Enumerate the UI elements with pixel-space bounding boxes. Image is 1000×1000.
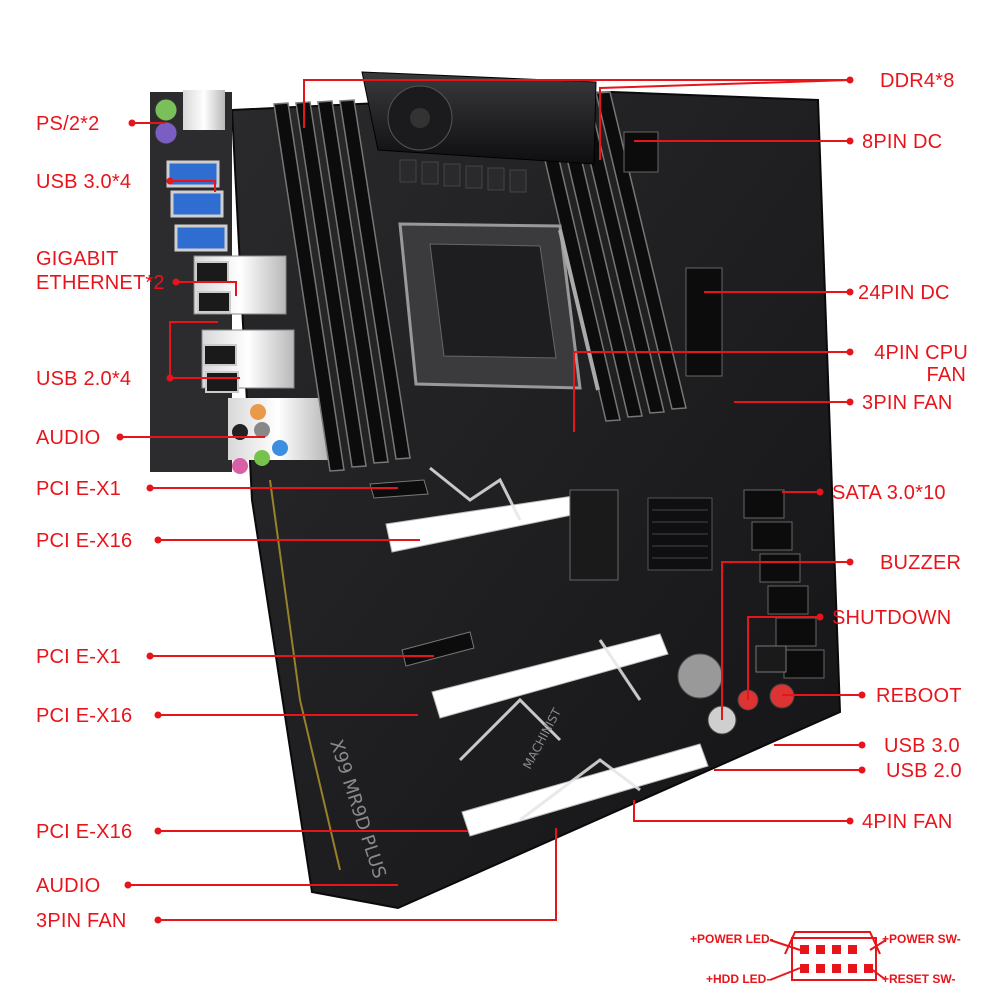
label-sata: SATA 3.0*10	[832, 482, 946, 504]
label-ethernet-line1: GIGABIT	[36, 248, 119, 270]
leader-lines	[120, 79, 862, 921]
sata-ports	[743, 489, 825, 679]
label-power-sw: +POWER SW-	[882, 932, 961, 946]
label-audio-header: AUDIO	[36, 875, 101, 897]
power-24pin-connector	[685, 267, 723, 377]
usb30-rear-port-1	[166, 160, 220, 188]
label-usb30-rear: USB 3.0*4	[36, 171, 132, 193]
label-fan-4pin: 4PIN FAN	[862, 811, 953, 833]
label-usb20-rear: USB 2.0*4	[36, 368, 132, 390]
label-reboot: REBOOT	[876, 685, 962, 707]
label-fan-3pin: 3PIN FAN	[862, 392, 953, 414]
front-panel-pin-diagram	[769, 931, 887, 981]
label-shutdown: SHUTDOWN	[832, 607, 952, 629]
label-cpu-fan-line2: FAN	[926, 364, 966, 386]
label-pcie-x16-top: PCI E-X16	[36, 530, 133, 552]
label-pcie-x1-mid: PCI E-X1	[36, 646, 121, 668]
label-pcie-x1-top: PCI E-X1	[36, 478, 121, 500]
label-pcie-x16-bottom: PCI E-X16	[36, 821, 133, 843]
label-cpu-fan-line1: 4PIN CPU	[874, 342, 968, 364]
label-dc-24pin: 24PIN DC	[858, 282, 950, 304]
label-usb20-header: USB 2.0	[886, 760, 962, 782]
label-audio-rear: AUDIO	[36, 427, 101, 449]
label-dc-8pin: 8PIN DC	[862, 131, 943, 153]
ps2-port-purple	[154, 121, 178, 145]
label-usb30-header: USB 3.0	[884, 735, 960, 757]
dimm-slots	[273, 91, 687, 472]
label-pcie-x16-mid: PCI E-X16	[36, 705, 133, 727]
label-ps2: PS/2*2	[36, 113, 100, 135]
label-reset-sw: +RESET SW-	[882, 972, 956, 986]
usb30-rear-port-3	[174, 224, 228, 252]
cpu-socket	[398, 222, 600, 391]
label-fan-3pin-bottom: 3PIN FAN	[36, 910, 127, 932]
label-hdd-led: +HDD LED-	[706, 972, 771, 986]
label-ddr4: DDR4*8	[880, 70, 955, 92]
ps2-port-green	[154, 98, 178, 122]
label-power-led: +POWER LED-	[690, 932, 774, 946]
power-8pin-connector	[623, 131, 659, 173]
vrm-heatsink	[361, 71, 597, 193]
usb30-rear-port-2	[170, 190, 224, 218]
label-buzzer: BUZZER	[880, 552, 962, 574]
label-ethernet-line2: ETHERNET*2	[36, 272, 165, 294]
